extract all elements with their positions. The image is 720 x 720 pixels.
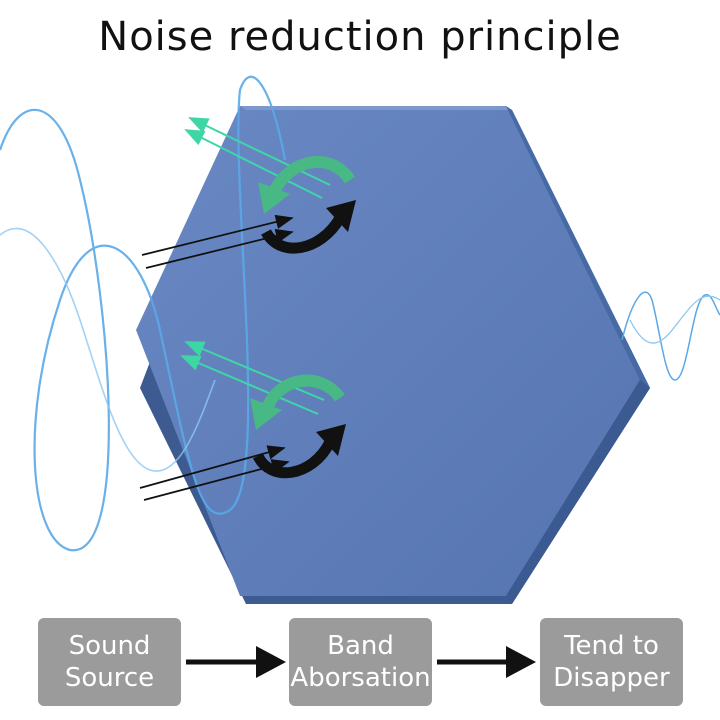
- incident-arrows-upper: [141, 200, 356, 269]
- step-label: Sound Source: [64, 631, 155, 693]
- residual-sound-wave-2: [629, 295, 720, 344]
- incoming-sound-wave-2: [0, 227, 216, 472]
- flow-arrow-2: [437, 646, 536, 678]
- incident-arrows-lower: [139, 424, 346, 501]
- diagram-title: Noise reduction principle: [98, 14, 622, 60]
- hexagon-acoustic-panel: [136, 106, 650, 604]
- step-box-sound-source: Sound Source: [38, 618, 181, 706]
- flow-arrow-1: [186, 646, 286, 678]
- step-label: Band Aborsation: [290, 631, 431, 693]
- step-label: Tend to Disapper: [553, 631, 670, 693]
- step-box-tend-to-disappear: Tend to Disapper: [540, 618, 683, 706]
- incoming-sound-wave: [0, 75, 287, 552]
- residual-sound-wave: [621, 291, 720, 381]
- reflected-arrows-lower: [180, 341, 345, 430]
- step-box-band-absorption: Band Aborsation: [289, 618, 432, 706]
- reflected-arrows-upper: [184, 117, 355, 214]
